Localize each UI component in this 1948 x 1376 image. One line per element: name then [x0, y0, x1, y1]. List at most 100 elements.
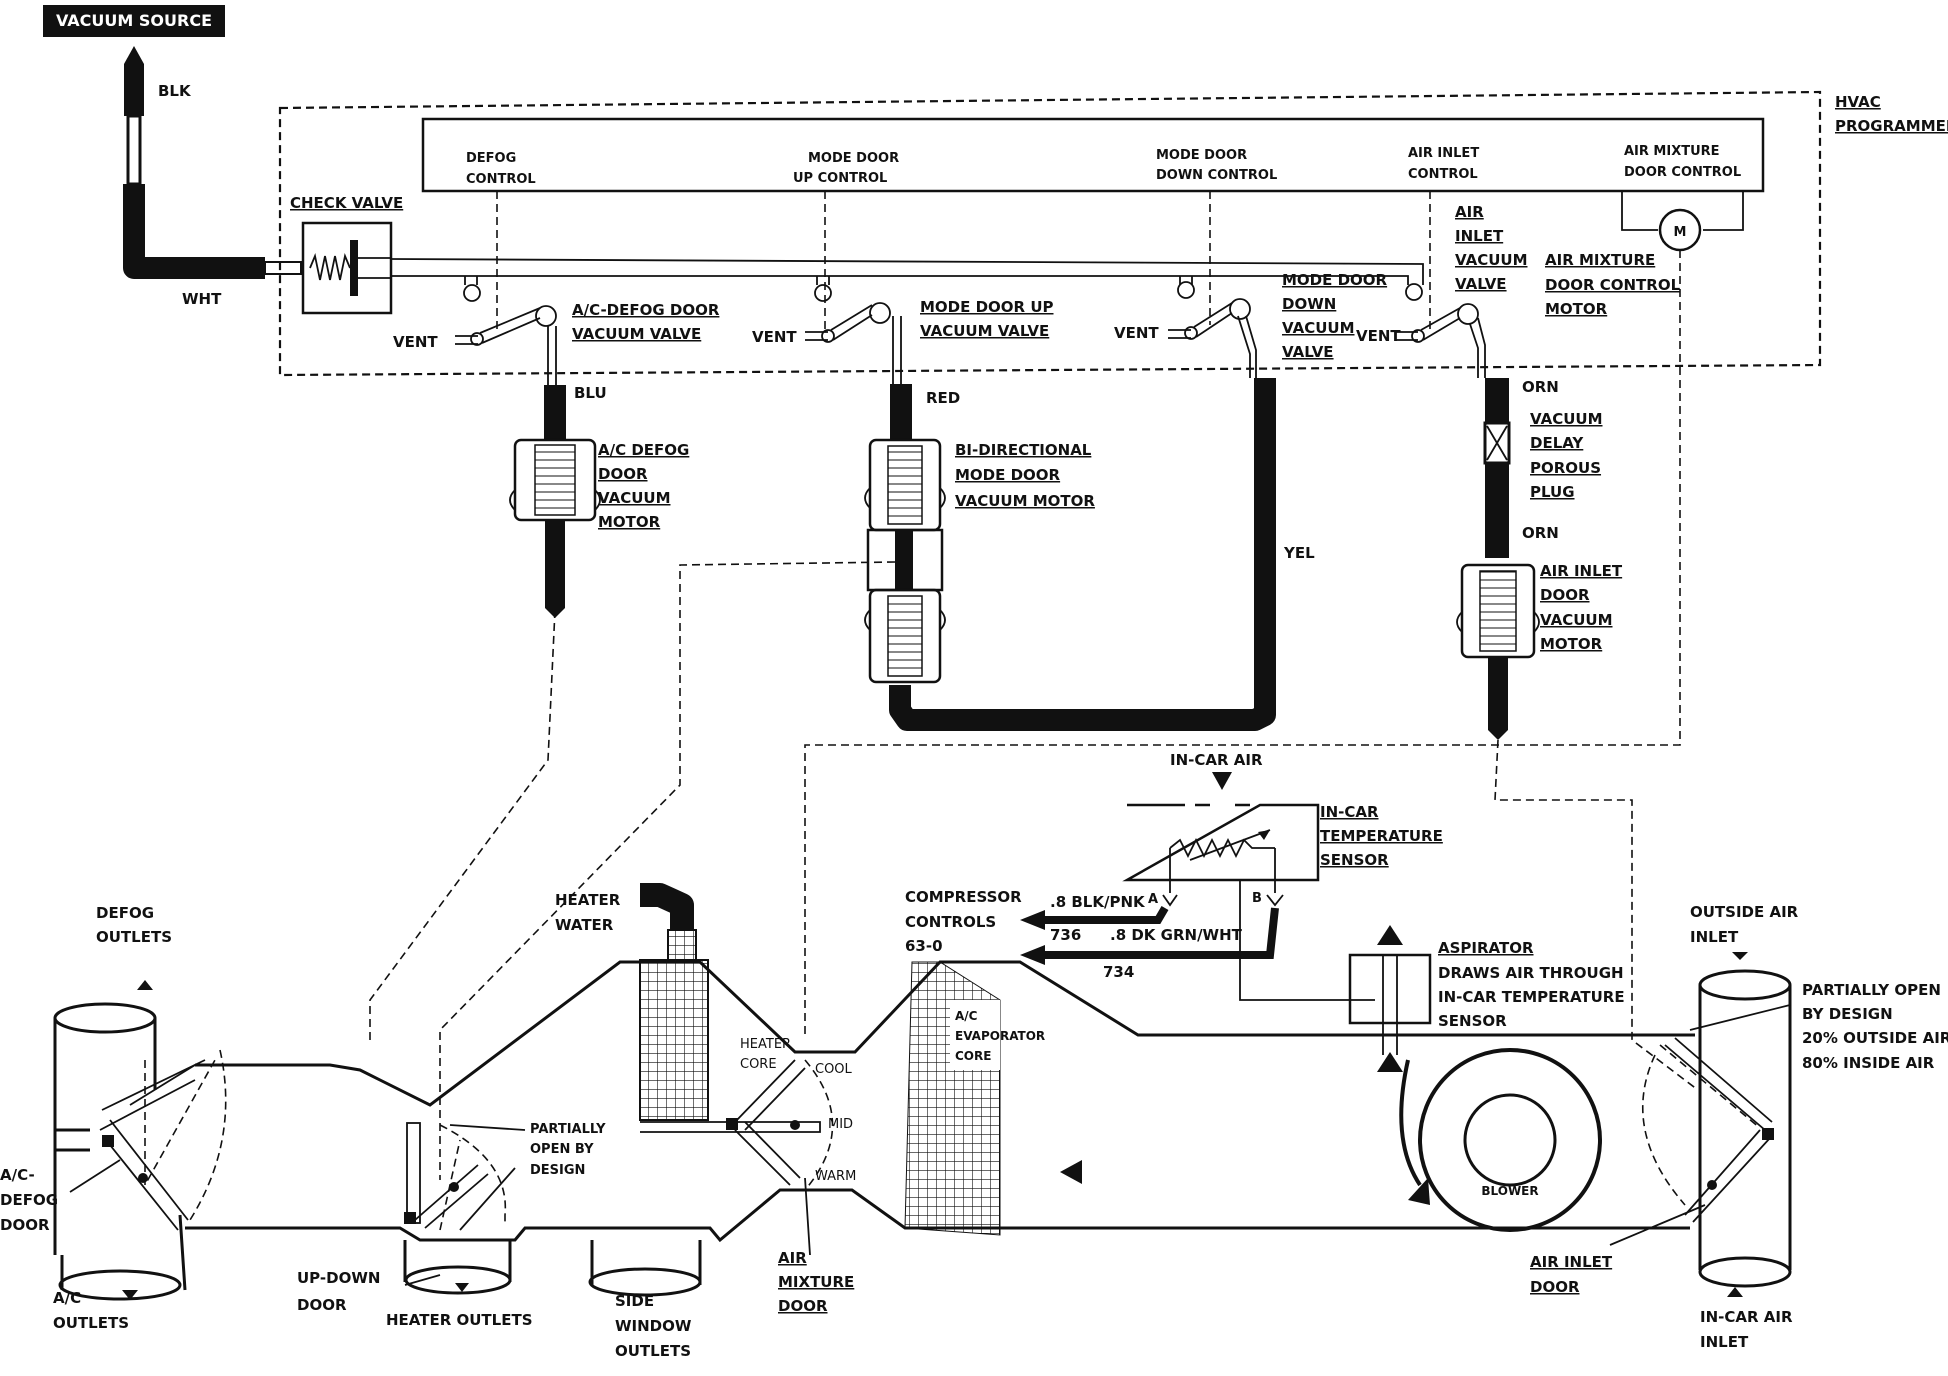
- svg-text:A/C-DEFOG DOOR: A/C-DEFOG DOOR: [572, 301, 720, 319]
- svg-text:VACUUM: VACUUM: [1455, 251, 1528, 269]
- mode-down-vacuum-valve: VENT MODE DOOR DOWN VACUUM VALVE: [1114, 271, 1388, 378]
- svg-text:A/C: A/C: [955, 1009, 978, 1023]
- svg-text:MOTOR: MOTOR: [598, 513, 661, 531]
- vacuum-delay-label: VACUUM DELAY POROUS PLUG: [1530, 410, 1603, 501]
- down-arrow-icon: [122, 1290, 138, 1300]
- svg-text:A/C DEFOG: A/C DEFOG: [598, 441, 689, 459]
- label-mode-down-2: DOWN CONTROL: [1156, 168, 1277, 183]
- svg-text:OUTLETS: OUTLETS: [53, 1314, 129, 1332]
- mode-up-vacuum-valve: VENT MODE DOOR UP VACUUM VALVE: [752, 298, 1054, 384]
- svg-text:MODE DOOR: MODE DOOR: [1282, 271, 1388, 289]
- svg-text:PLUG: PLUG: [1530, 483, 1575, 501]
- label-air-inlet-2: CONTROL: [1408, 167, 1478, 182]
- svg-text:AIR INLET: AIR INLET: [1540, 562, 1623, 580]
- svg-text:MODE DOOR UP: MODE DOOR UP: [920, 298, 1054, 316]
- down-arrow-icon: [1212, 772, 1232, 790]
- svg-text:DEFOG: DEFOG: [0, 1191, 58, 1209]
- svg-text:SENSOR: SENSOR: [1438, 1012, 1507, 1030]
- svg-text:DEFOG: DEFOG: [96, 904, 154, 922]
- svg-text:COOL: COOL: [815, 1062, 853, 1077]
- air-inlet-vacuum-valve: VENT AIR INLET VACUUM VALVE: [1356, 203, 1528, 378]
- air-duct: [53, 960, 1792, 1301]
- svg-text:IN-CAR AIR: IN-CAR AIR: [1700, 1308, 1793, 1326]
- label-programmer: PROGRAMMER: [1835, 117, 1948, 135]
- svg-text:MIXTURE: MIXTURE: [778, 1273, 854, 1291]
- svg-text:SENSOR: SENSOR: [1320, 851, 1389, 869]
- svg-text:VALVE: VALVE: [1455, 275, 1507, 293]
- svg-text:DOOR: DOOR: [778, 1297, 828, 1315]
- arrow-left-icon: [1020, 910, 1045, 930]
- svg-text:DOOR: DOOR: [1530, 1278, 1580, 1296]
- label-red: RED: [926, 389, 960, 407]
- svg-text:A: A: [1148, 892, 1158, 907]
- svg-text:SIDE: SIDE: [615, 1292, 654, 1310]
- svg-text:VACUUM VALVE: VACUUM VALVE: [572, 325, 701, 343]
- svg-text:OPEN BY: OPEN BY: [530, 1142, 594, 1157]
- svg-text:PARTIALLY: PARTIALLY: [530, 1122, 606, 1137]
- svg-text:DOWN: DOWN: [1282, 295, 1336, 313]
- svg-text:VACUUM MOTOR: VACUUM MOTOR: [955, 492, 1095, 510]
- svg-text:AIR MIXTURE: AIR MIXTURE: [1545, 251, 1655, 269]
- down-arrow-icon: [455, 1283, 469, 1292]
- label-blu: BLU: [574, 384, 607, 402]
- svg-text:736: 736: [1050, 926, 1081, 944]
- blu-hose: [544, 385, 566, 440]
- label-air-mix-2: DOOR CONTROL: [1624, 165, 1741, 180]
- label-defog-control-1: DEFOG: [466, 151, 516, 166]
- svg-text:INLET: INLET: [1690, 928, 1739, 946]
- check-valve: CHECK VALVE: [290, 194, 403, 315]
- up-down-door: [404, 1122, 507, 1292]
- programmer-outline: [278, 90, 1822, 377]
- air-inlet-vacuum-motor: AIR INLET DOOR VACUUM MOTOR: [1456, 562, 1623, 740]
- svg-text:INLET: INLET: [1700, 1333, 1749, 1351]
- label-mode-down-1: MODE DOOR: [1156, 148, 1247, 163]
- svg-text:EVAPORATOR: EVAPORATOR: [955, 1029, 1045, 1043]
- svg-text:INLET: INLET: [1455, 227, 1504, 245]
- source-hose: [123, 46, 302, 279]
- label-defog-control-2: CONTROL: [466, 172, 536, 187]
- up-arrow-icon: [1377, 1052, 1403, 1072]
- svg-text:A/C: A/C: [53, 1289, 81, 1307]
- svg-text:DOOR: DOOR: [297, 1296, 347, 1314]
- air-inlet-door: [1641, 952, 1774, 1297]
- svg-text:AIR: AIR: [1455, 203, 1484, 221]
- svg-text:DELAY: DELAY: [1530, 434, 1584, 452]
- label-mode-up-2: UP CONTROL: [793, 171, 887, 186]
- svg-text:DOOR: DOOR: [1540, 586, 1590, 604]
- wiring: A B .8 BLK/PNK 736 .8 DK GRN/WHT 734: [1020, 880, 1375, 1001]
- svg-text:IN-CAR TEMPERATURE: IN-CAR TEMPERATURE: [1438, 988, 1625, 1006]
- svg-text:DOOR: DOOR: [0, 1216, 50, 1234]
- label-heater-water-2: WATER: [555, 916, 614, 934]
- svg-text:BLOWER: BLOWER: [1481, 1184, 1538, 1198]
- bidirectional-mode-motor: BI-DIRECTIONAL MODE DOOR VACUUM MOTOR: [864, 438, 1095, 684]
- svg-text:DOOR CONTROL: DOOR CONTROL: [1545, 276, 1681, 294]
- svg-text:VACUUM: VACUUM: [1540, 611, 1613, 629]
- svg-text:IN-CAR: IN-CAR: [1320, 803, 1379, 821]
- svg-text:BY DESIGN: BY DESIGN: [1802, 1005, 1893, 1023]
- svg-text:.8 DK GRN/WHT: .8 DK GRN/WHT: [1110, 926, 1243, 944]
- acdefog-vacuum-motor: A/C DEFOG DOOR VACUUM MOTOR: [509, 438, 689, 618]
- svg-text:20% OUTSIDE AIR: 20% OUTSIDE AIR: [1802, 1029, 1948, 1047]
- svg-text:OUTLETS: OUTLETS: [96, 928, 172, 946]
- svg-text:VENT: VENT: [752, 328, 797, 346]
- programmer-control-bar: [421, 117, 1765, 193]
- svg-text:OUTLETS: OUTLETS: [615, 1342, 691, 1360]
- acdefog-vacuum-valve: VENT A/C-DEFOG DOOR VACUUM VALVE: [393, 301, 720, 385]
- label-blk: BLK: [158, 82, 192, 100]
- svg-text:DESIGN: DESIGN: [530, 1163, 585, 1178]
- heater-core: HEATER CORE: [639, 883, 791, 1121]
- svg-text:POROUS: POROUS: [1530, 459, 1601, 477]
- svg-text:734: 734: [1103, 963, 1134, 981]
- svg-text:B: B: [1252, 891, 1262, 906]
- svg-text:BI-DIRECTIONAL: BI-DIRECTIONAL: [955, 441, 1092, 459]
- label-mode-up-1: MODE DOOR: [808, 151, 899, 166]
- svg-text:VACUUM: VACUUM: [1282, 319, 1355, 337]
- svg-text:MOTOR: MOTOR: [1540, 635, 1603, 653]
- label-heater-water-1: HEATER: [555, 891, 621, 909]
- label-air-mix-1: AIR MIXTURE: [1624, 144, 1720, 159]
- air-mixture-door: COOL MID WARM: [726, 1059, 856, 1191]
- svg-text:OUTSIDE AIR: OUTSIDE AIR: [1690, 903, 1799, 921]
- up-arrow-icon: [1727, 1287, 1743, 1297]
- airflow-arrow-icon: [1408, 1178, 1430, 1205]
